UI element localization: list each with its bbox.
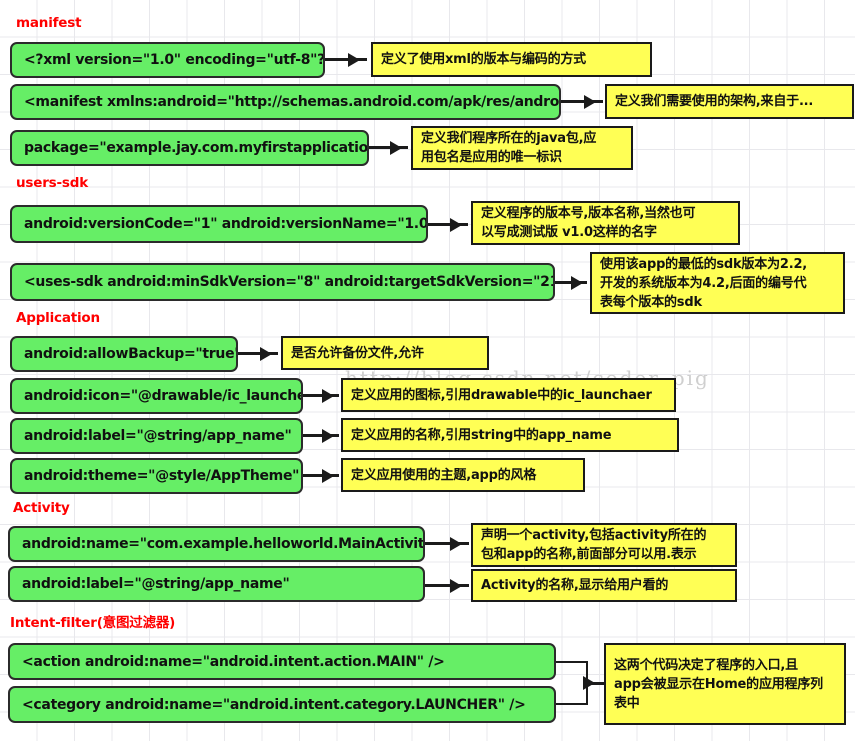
- note-box-xml-declaration: 定义了使用xml的版本与编码的方式: [371, 42, 652, 77]
- arrow-head-8: [322, 429, 334, 443]
- arrow-head-5: [571, 276, 583, 290]
- code-box-activity-label[interactable]: android:label="@string/app_name": [8, 566, 425, 602]
- arrow-head-7: [322, 389, 334, 403]
- note-box-intent-filter: 这两个代码决定了程序的入口,且 app会被显示在Home的应用程序列 表中: [604, 643, 846, 725]
- arrow-head-3: [390, 141, 402, 155]
- code-box-intent-category-launcher[interactable]: <category android:name="android.intent.c…: [8, 686, 556, 723]
- note-box-activity-label: Activity的名称,显示给用户看的: [471, 569, 737, 602]
- note-line: 以写成测试版 v1.0这样的名字: [481, 225, 657, 240]
- arrow-line-8: [303, 434, 339, 437]
- note-line: app会被显示在Home的应用程序列: [614, 676, 823, 692]
- note-line: 定义了使用xml的版本与编码的方式: [381, 52, 586, 67]
- note-line: 是否允许备份文件,允许: [291, 345, 424, 361]
- code-box-manifest-tag[interactable]: <manifest xmlns:android="http://schemas.…: [10, 84, 561, 120]
- code-box-app-label[interactable]: android:label="@string/app_name": [10, 418, 303, 454]
- note-box-package: 定义我们程序所在的java包,应 用包名是应用的唯一标识: [411, 126, 633, 170]
- note-box-version-attributes: 定义程序的版本号,版本名称,当然也可 以写成测试版 v1.0这样的名字: [471, 201, 740, 245]
- code-box-app-icon[interactable]: android:icon="@drawable/ic_launcher": [10, 378, 303, 414]
- arrow-line-2: [561, 100, 603, 103]
- arrow-line-12: [586, 682, 608, 685]
- note-line: 定义应用的名称,引用string中的app_name: [351, 427, 612, 443]
- note-line: 定义我们需要使用的架构,来自于...: [615, 94, 814, 109]
- note-line: 定义我们程序所在的java包,应: [421, 131, 597, 146]
- arrow-line-11: [425, 584, 469, 587]
- note-line: 使用该app的最低的sdk版本为2.2,: [600, 256, 808, 272]
- note-box-activity-name: 声明一个activity,包括activity所在的 包和app的名称,前面部分…: [471, 523, 737, 567]
- code-box-app-theme[interactable]: android:theme="@style/AppTheme": [10, 458, 303, 494]
- note-line: 包和app的名称,前面部分可以用.表示: [481, 547, 697, 562]
- arrow-head-10: [450, 537, 462, 551]
- arrow-head-12: [583, 676, 595, 690]
- arrow-line-6: [238, 352, 278, 355]
- note-line: 定义应用的图标,引用drawable中的ic_launchaer: [351, 387, 652, 403]
- note-line: 表中: [614, 695, 640, 711]
- section-label-activity: Activity: [13, 500, 70, 516]
- note-line: 开发的系统版本为4.2,后面的编号代: [600, 275, 807, 291]
- note-box-allow-backup: 是否允许备份文件,允许: [281, 336, 489, 370]
- section-label-users-sdk: users-sdk: [16, 175, 88, 191]
- note-line: 声明一个activity,包括activity所在的: [481, 528, 707, 543]
- arrow-line-1: [325, 58, 367, 61]
- note-line: 用包名是应用的唯一标识: [421, 150, 562, 165]
- code-box-allow-backup[interactable]: android:allowBackup="true": [10, 336, 238, 372]
- code-box-xml-declaration[interactable]: <?xml version="1.0" encoding="utf-8"?>: [10, 42, 325, 78]
- arrow-head-6: [260, 347, 272, 361]
- note-box-app-theme: 定义应用使用的主题,app的风格: [341, 458, 585, 492]
- section-label-application: Application: [16, 310, 100, 326]
- code-box-version-attributes[interactable]: android:versionCode="1" android:versionN…: [10, 205, 428, 243]
- section-label-manifest: manifest: [16, 15, 82, 31]
- note-line: Activity的名称,显示给用户看的: [481, 578, 669, 593]
- code-box-intent-action-main[interactable]: <action android:name="android.intent.act…: [8, 643, 556, 680]
- arrow-line-7: [303, 394, 339, 397]
- code-box-package[interactable]: package="example.jay.com.myfirstapplicat…: [10, 130, 369, 166]
- code-box-uses-sdk[interactable]: <uses-sdk android:minSdkVersion="8" andr…: [10, 263, 555, 301]
- arrow-line-9: [303, 474, 339, 477]
- note-line: 表每个版本的sdk: [600, 294, 702, 310]
- arrow-line-4: [428, 223, 468, 226]
- note-box-uses-sdk: 使用该app的最低的sdk版本为2.2, 开发的系统版本为4.2,后面的编号代 …: [590, 252, 845, 314]
- note-line: 定义应用使用的主题,app的风格: [351, 467, 537, 483]
- note-box-app-label: 定义应用的名称,引用string中的app_name: [341, 418, 679, 452]
- code-box-activity-name[interactable]: android:name="com.example.helloworld.Mai…: [8, 526, 425, 562]
- section-label-intent-filter: Intent-filter(意图过滤器): [10, 615, 176, 631]
- note-box-app-icon: 定义应用的图标,引用drawable中的ic_launchaer: [341, 378, 676, 412]
- arrow-head-9: [322, 469, 334, 483]
- arrow-head-1: [348, 53, 360, 67]
- arrow-head-4: [450, 218, 462, 232]
- arrow-head-11: [450, 579, 462, 593]
- note-line: 定义程序的版本号,版本名称,当然也可: [481, 206, 696, 221]
- arrow-line-10: [425, 542, 469, 545]
- arrow-line-3: [369, 146, 408, 149]
- note-box-manifest-tag: 定义我们需要使用的架构,来自于...: [605, 84, 854, 119]
- note-line: 这两个代码决定了程序的入口,且: [614, 657, 798, 673]
- arrow-head-2: [584, 95, 596, 109]
